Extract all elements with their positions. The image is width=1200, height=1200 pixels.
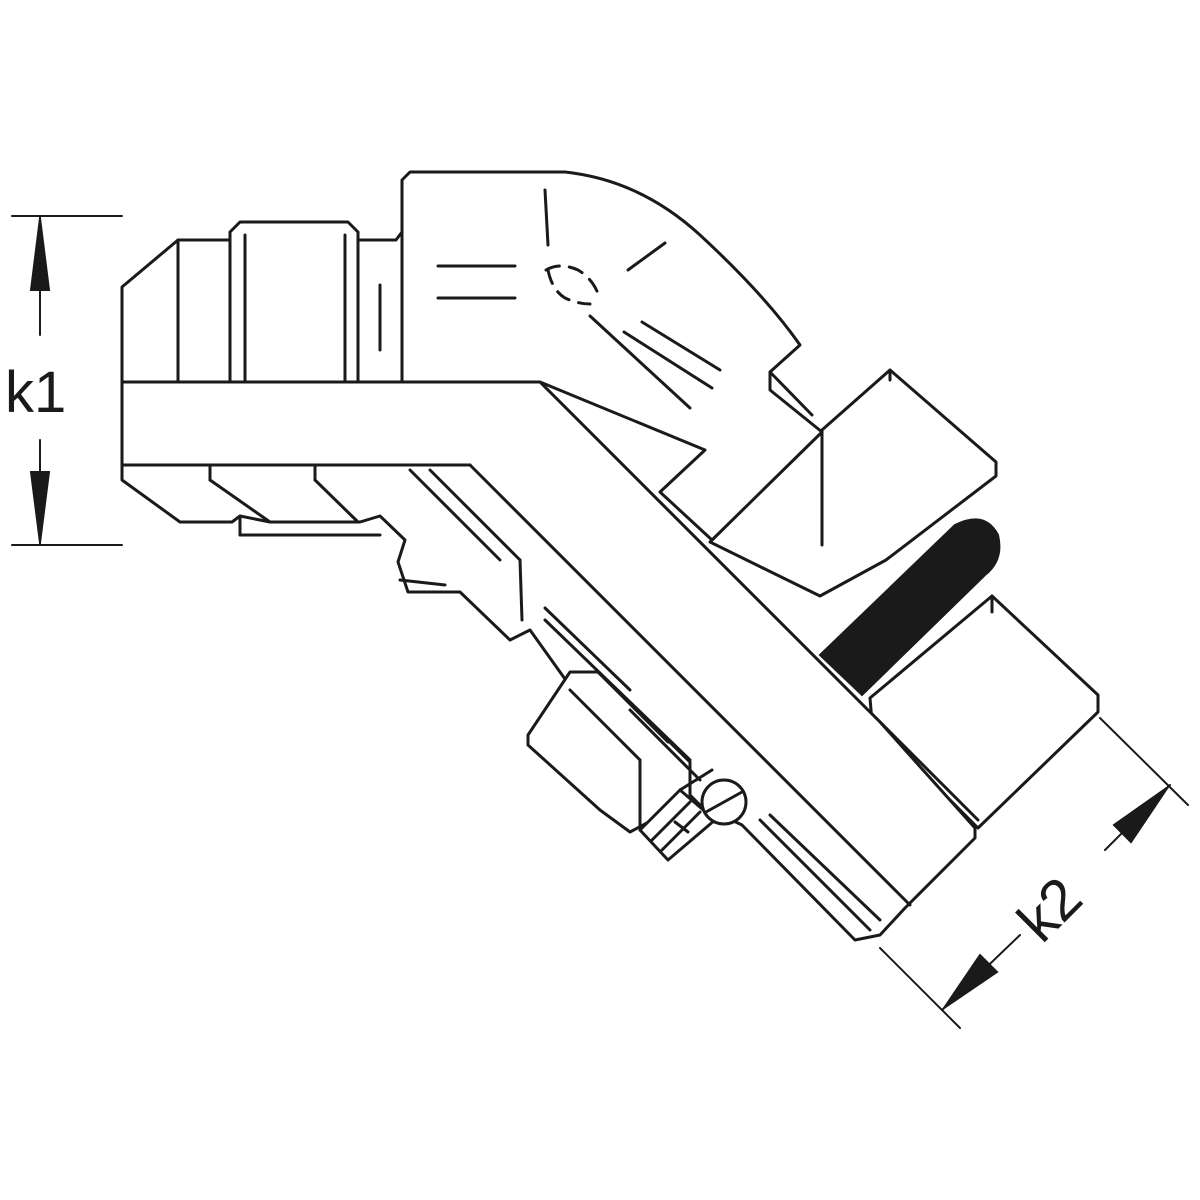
elbow-body	[400, 170, 824, 542]
o-ring-seal	[818, 518, 1001, 697]
k2-extension-line-bottom	[879, 947, 961, 1029]
k2-arrow-down	[943, 953, 999, 1009]
k2-extension-line-top	[1099, 717, 1189, 806]
main-body	[120, 380, 977, 942]
dimension-k1: k1	[5, 215, 123, 546]
left-threaded-end	[120, 220, 404, 384]
k1-arrow-down	[29, 471, 51, 544]
upper-hex-nut	[708, 368, 998, 598]
bottom-locknut	[526, 670, 702, 834]
k2-arrow-up	[1112, 786, 1169, 844]
k2-label: k2	[1005, 865, 1094, 954]
backup-ring	[638, 768, 748, 862]
k1-arrow-up	[29, 217, 51, 291]
k1-label: k1	[5, 360, 66, 425]
